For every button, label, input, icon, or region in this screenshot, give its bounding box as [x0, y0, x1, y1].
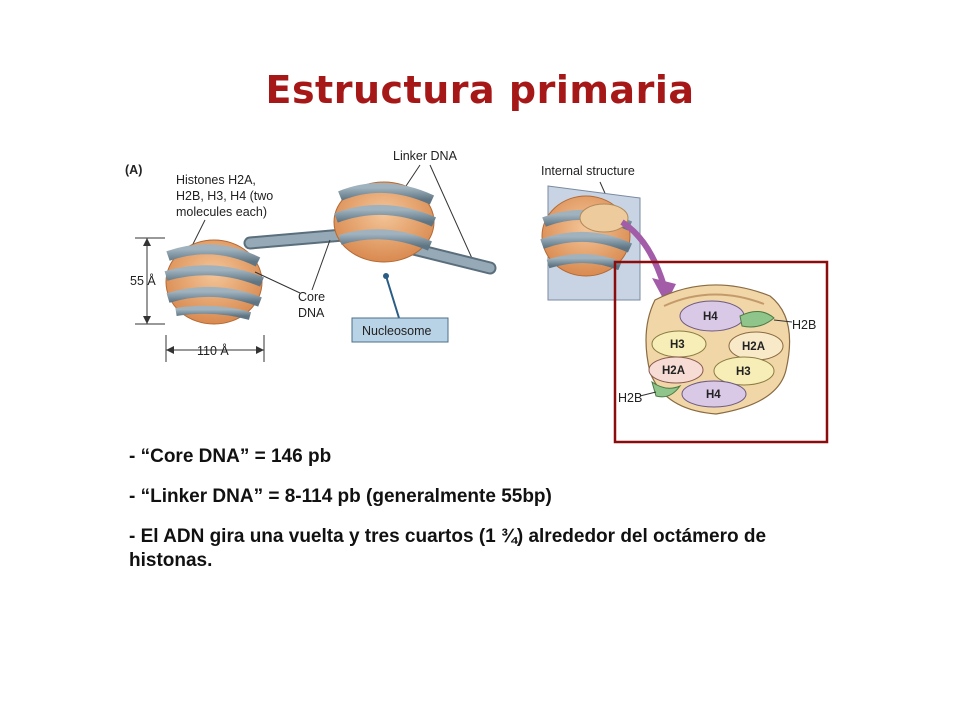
histone-h2a-left-label: H2A: [662, 365, 685, 377]
histones-label-line3: molecules each): [176, 205, 267, 219]
histone-h2b-right-label: H2B: [792, 318, 816, 332]
histone-h3-right-label: H3: [736, 366, 751, 378]
core-dna-label-line2: DNA: [298, 306, 325, 320]
nucleosome-left: [164, 239, 264, 325]
bullet-core-dna: - “Core DNA” = 146 pb: [129, 446, 332, 467]
slide-title: Estructura primaria: [265, 68, 695, 112]
histone-h3-left-label: H3: [670, 339, 685, 351]
linker-label: Linker DNA: [393, 149, 458, 163]
bullet-list: - “Core DNA” = 146 pb - “Linker DNA” = 8…: [129, 445, 829, 589]
dim-width-label: 110 Å: [197, 343, 229, 358]
histone-h2b-left-label: H2B: [618, 391, 642, 405]
core-dna-label-line1: Core: [298, 290, 325, 304]
histones-label-line2: H2B, H3, H4 (two: [176, 189, 273, 203]
nucleosome-label: Nucleosome: [362, 324, 432, 338]
dim-height-label: 55 Å: [130, 273, 156, 288]
bullet-linker-dna: - “Linker DNA” = 8-114 pb (generalmente …: [129, 486, 552, 507]
core-leader-line-2: [254, 271, 301, 294]
highlight-box: [613, 260, 829, 444]
internal-structure-label: Internal structure: [541, 164, 635, 178]
histone-h4-bottom-label: H4: [706, 389, 721, 401]
h2b-right-leader: [773, 319, 793, 323]
nucleosome-pointer: [385, 275, 400, 319]
nucleosome-label-box: [351, 317, 449, 343]
histone-h4-top-label: H4: [703, 311, 718, 323]
nucleosome-middle: [333, 181, 437, 263]
histones-label-line1: Histones H2A,: [176, 173, 256, 187]
cut-nucleosome: [540, 185, 641, 301]
width-dimension: [165, 335, 265, 362]
nucleosome-pointer-dot: [383, 273, 389, 279]
height-dimension: [135, 237, 165, 325]
h2b-left-leader: [639, 391, 657, 397]
histone-octamer-cross-section: [645, 284, 791, 415]
core-leader-line-1: [311, 239, 331, 291]
histone-h2a-right-label: H2A: [742, 341, 765, 353]
bullet-dna-turns: - El ADN gira una vuelta y tres cuartos …: [129, 526, 767, 571]
panel-label: (A): [125, 163, 142, 177]
linker-leader-line-2: [429, 164, 476, 266]
zoom-arrow: [620, 219, 676, 304]
